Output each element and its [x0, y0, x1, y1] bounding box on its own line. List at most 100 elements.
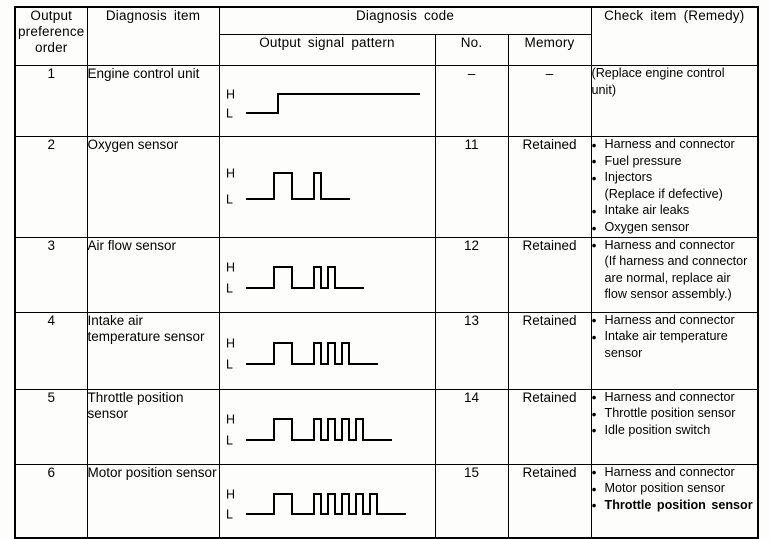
- signal-waveform: HL: [226, 487, 406, 521]
- header-order-line-2: preference: [17, 23, 85, 39]
- waveform-trace: [245, 417, 392, 441]
- cell-diagnosis-code-no: 12: [434, 236, 509, 313]
- signal-waveform: HL: [226, 260, 364, 295]
- remedy-item: Throttle position sensor: [592, 497, 758, 514]
- remedy-item: Intake air temperature: [592, 329, 758, 345]
- cell-check-item-remedy: Harness and connectorThrottle position s…: [590, 388, 759, 465]
- waveform-trace: [245, 172, 350, 200]
- label-l: L: [226, 107, 233, 121]
- header-output-preference-order: Output preference order: [14, 6, 88, 66]
- signal-waveform: HL: [226, 412, 392, 447]
- waveform-trace: [245, 492, 406, 515]
- cell-memory: Retained: [507, 463, 592, 539]
- cell-check-item-remedy: Harness and connectorFuel pressureInject…: [590, 136, 759, 238]
- label-h: H: [226, 412, 235, 426]
- remedy-list: Harness and connectorThrottle position s…: [592, 389, 758, 439]
- remedy-item: (If harness and connector: [604, 254, 748, 269]
- remedy-item: Motor position sensor: [592, 481, 758, 497]
- cell-output-preference-order: 5: [14, 388, 88, 465]
- cell-output-preference-order: 1: [14, 65, 88, 137]
- cell-check-item-remedy: Harness and connectorIntake air temperat…: [590, 311, 759, 390]
- signal-waveform: HL: [226, 336, 378, 371]
- cell-diagnosis-code-no: –: [434, 65, 509, 137]
- cell-check-item-remedy: Harness and connectorMotor position sens…: [590, 463, 759, 539]
- cell-diagnosis-item: Throttle position sensor: [86, 388, 220, 465]
- label-l: L: [226, 357, 233, 371]
- remedy-item: Harness and connector: [592, 137, 758, 153]
- cell-output-preference-order: 2: [14, 136, 88, 238]
- label-l: L: [226, 433, 233, 447]
- label-h: H: [226, 260, 235, 274]
- cell-diagnosis-item: Oxygen sensor: [86, 136, 220, 238]
- table-row: 6 Motor position sensor HL 15RetainedHarnes…: [14, 463, 759, 539]
- remedy-item: Idle position switch: [592, 422, 758, 439]
- table-header: Output preference order Diagnosis item D…: [14, 6, 759, 66]
- header-no: No.: [434, 34, 509, 66]
- header-order-line-1: Output: [30, 8, 73, 23]
- cell-output-preference-order: 6: [14, 463, 88, 539]
- cell-diagnosis-code-no: 15: [434, 463, 509, 539]
- remedy-list: Harness and connectorIntake air temperat…: [592, 312, 758, 362]
- cell-check-item-remedy: Harness and connector(If harness and con…: [590, 236, 759, 313]
- label-h: H: [226, 487, 235, 501]
- cell-memory: Retained: [507, 236, 592, 313]
- signal-waveform: HL: [226, 88, 420, 121]
- cell-diagnosis-item: Intake air temperature sensor: [86, 311, 220, 390]
- header-output-signal-pattern: Output signal pattern: [218, 34, 436, 66]
- cell-output-preference-order: 4: [14, 311, 88, 390]
- cell-memory: –: [507, 65, 592, 137]
- header-memory: Memory: [507, 34, 592, 66]
- remedy-list: Harness and connector(If harness and con…: [592, 237, 758, 303]
- label-l: L: [226, 281, 233, 295]
- remedy-item: Injectors: [592, 170, 758, 186]
- cell-diagnosis-code-no: 11: [434, 136, 509, 238]
- remedy-item: Harness and connector: [592, 312, 758, 329]
- cell-diagnosis-code-no: 14: [434, 388, 509, 465]
- remedy-item: Intake air leaks: [592, 203, 758, 219]
- remedy-item: (Replace if defective): [604, 186, 723, 201]
- cell-memory: Retained: [507, 136, 592, 238]
- cell-memory: Retained: [507, 311, 592, 390]
- cell-diagnosis-code-no: 13: [434, 311, 509, 390]
- label-l: L: [226, 507, 233, 521]
- remedy-item: sensor: [604, 345, 643, 360]
- remedy-list: Harness and connectorMotor position sens…: [592, 464, 758, 514]
- waveform-trace: [245, 265, 364, 289]
- remedy-list: Harness and connectorFuel pressureInject…: [592, 137, 758, 236]
- header-diagnosis-code: Diagnosis code: [218, 6, 592, 35]
- cell-output-preference-order: 3: [14, 236, 88, 313]
- diagnosis-code-table: Output preference order Diagnosis item D…: [14, 6, 760, 539]
- remedy-item: (Replace engine control: [591, 66, 725, 80]
- remedy-item: flow sensor assembly.): [604, 287, 732, 302]
- label-h: H: [226, 167, 235, 181]
- remedy-item: Harness and connector: [592, 237, 758, 254]
- remedy-item: Throttle position sensor: [592, 406, 758, 422]
- cell-memory: Retained: [507, 388, 592, 465]
- header-order-line-3: order: [34, 39, 68, 55]
- signal-waveform: HL: [226, 167, 350, 207]
- cell-diagnosis-item: Air flow sensor: [86, 236, 220, 313]
- waveform-trace: [245, 341, 378, 365]
- waveform-trace: [245, 93, 420, 114]
- remedy-item: Harness and connector: [592, 389, 758, 406]
- cell-diagnosis-item: Engine control unit: [86, 65, 220, 137]
- header-diagnosis-item: Diagnosis item: [86, 6, 220, 66]
- label-h: H: [226, 88, 235, 102]
